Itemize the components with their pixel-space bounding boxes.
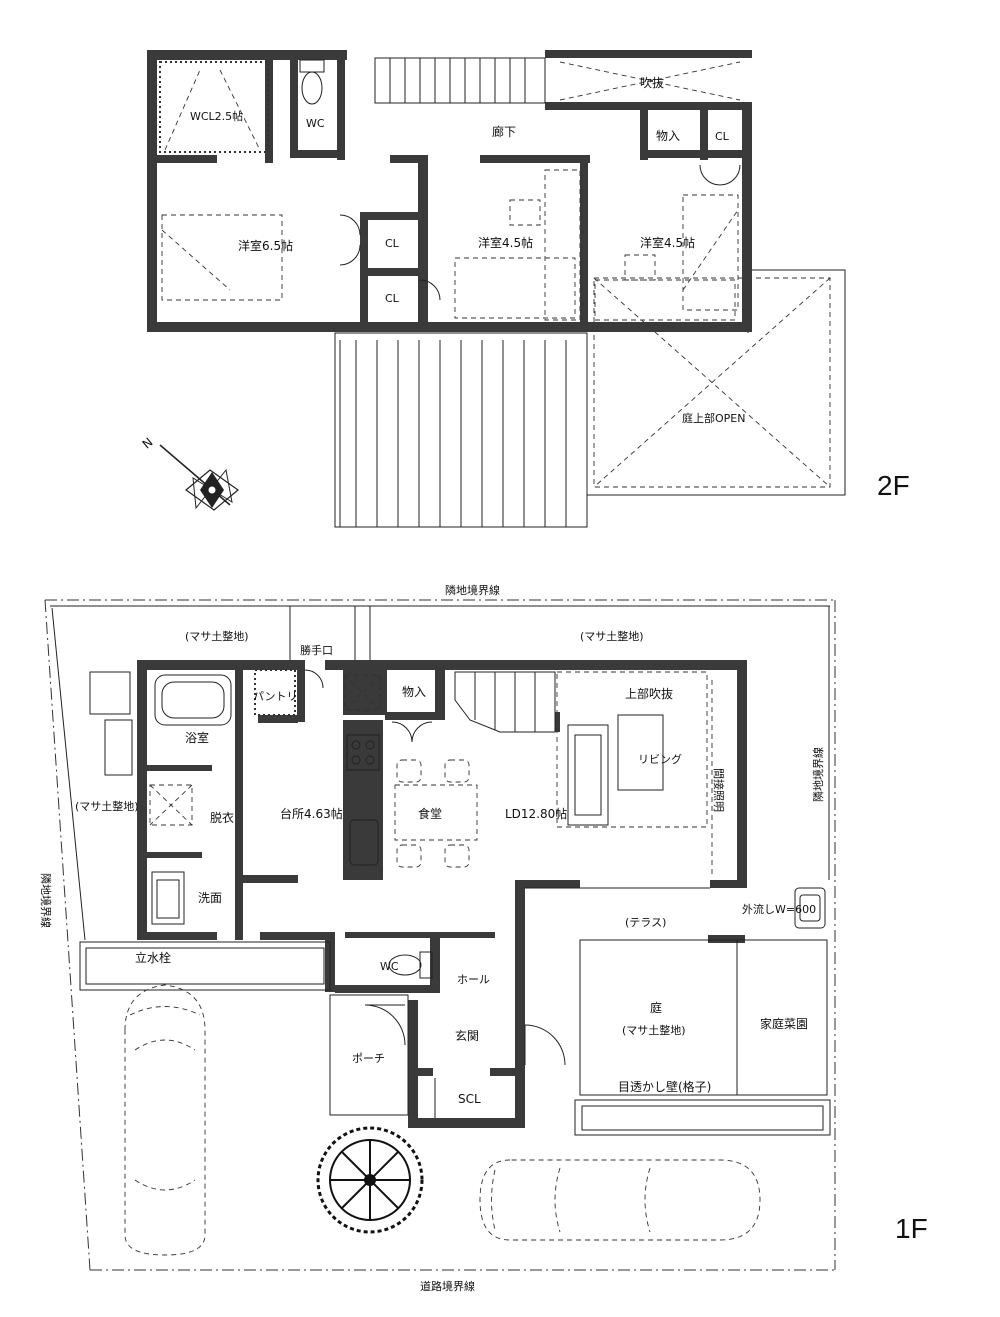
label-shoe-closet: SCL <box>458 1092 481 1106</box>
label-upper-storage: 物入 <box>656 129 680 143</box>
tree-icon <box>316 1126 424 1234</box>
label-bedroom-mid: 洋室4.5帖 <box>478 235 533 250</box>
compass-icon: N <box>140 435 239 511</box>
lower-stair <box>454 671 556 733</box>
label-bath: 浴室 <box>185 730 209 745</box>
label-atrium: 吹抜 <box>640 76 664 90</box>
label-pantry: パントリ <box>253 690 298 703</box>
label-lower-storage: 物入 <box>402 685 426 699</box>
label-boundary-bottom: 道路境界線 <box>420 1279 475 1293</box>
label-porch: ポーチ <box>352 1052 385 1065</box>
label-kitchen-door: 勝手口 <box>300 643 333 657</box>
label-garden-open: 庭上部OPEN <box>682 411 745 425</box>
label-dining: 食堂 <box>418 806 442 821</box>
label-garden: 庭 <box>650 1000 662 1015</box>
label-boundary-top: 隣地境界線 <box>445 583 500 597</box>
car-left-icon <box>124 984 206 1256</box>
upper-furniture <box>161 169 739 321</box>
garden-open-area <box>586 269 846 496</box>
pantry-shelves <box>254 669 381 716</box>
label-soil-right-top: (マサ土整地) <box>580 629 644 643</box>
label-entrance: 玄関 <box>455 1028 479 1043</box>
label-upper-cl-3: CL <box>385 292 400 305</box>
label-hall: ホール <box>457 973 490 986</box>
label-hallway: 廊下 <box>492 124 516 139</box>
upper-atrium-void <box>559 61 741 101</box>
label-bedroom-right: 洋室4.5帖 <box>640 235 695 250</box>
label-lower-wc: WC <box>380 960 399 973</box>
lower-toilet-fixture <box>388 951 433 979</box>
dressing-washer <box>149 784 193 826</box>
label-boundary-right: 隣地境界線 <box>811 747 825 802</box>
entrance-doors <box>329 994 566 1118</box>
label-upper-cl-1: CL <box>715 130 730 143</box>
label-dressing: 脱衣 <box>210 810 234 825</box>
upper-interior-walls <box>157 55 750 325</box>
kitchen-counter <box>346 734 380 866</box>
floor-label-2f: 2F <box>877 470 910 501</box>
label-upper-atrium: 上部吹抜 <box>625 686 673 701</box>
upper-stair <box>374 57 546 104</box>
label-upper-wc: WC <box>306 117 325 130</box>
lower-floor-plan: 隣地境界線 (マサ土整地) (マサ土整地) (マサ土整地) 勝手口 パントリ 物… <box>39 583 928 1293</box>
upper-floor-plan: WCL2.5帖 WC 吹抜 廊下 物入 CL CL CL 洋室6.5帖 洋室4.… <box>147 50 910 528</box>
floor-label-1f: 1F <box>895 1213 928 1244</box>
label-soil-left: (マサ土整地) <box>75 799 139 813</box>
site-boundary <box>44 599 836 1271</box>
living-sofa <box>556 671 713 875</box>
balcony-deck <box>334 332 588 528</box>
label-living: リビング <box>638 752 682 766</box>
upper-doors <box>339 164 741 301</box>
car-right-icon <box>479 1159 761 1241</box>
bathtub <box>154 674 232 726</box>
label-washroom: 洗面 <box>198 891 222 905</box>
label-water-tap: 立水栓 <box>135 950 171 965</box>
compass-north-label: N <box>140 435 156 451</box>
walk-in-closet-shelves <box>159 61 269 153</box>
dining-table <box>394 759 478 868</box>
label-terrace: (テラス) <box>625 916 666 929</box>
label-outdoor-sink: 外流しW=600 <box>742 902 816 916</box>
label-ld: LD12.80帖 <box>505 806 567 821</box>
label-bedroom-large: 洋室6.5帖 <box>238 238 293 253</box>
label-kitchen: 台所4.63帖 <box>280 806 343 821</box>
terrace-garden <box>525 887 831 1136</box>
upper-toilet-fixture <box>299 59 325 105</box>
label-upper-cl-2: CL <box>385 237 400 250</box>
upper-exterior-walls <box>147 50 752 332</box>
water-tap-strip <box>79 941 331 991</box>
label-vegetable-garden: 家庭菜園 <box>760 1016 808 1031</box>
label-lattice-wall: 目透かし壁(格子) <box>618 1079 711 1094</box>
label-wcl: WCL2.5帖 <box>190 110 243 123</box>
label-boundary-left: 隣地境界線 <box>39 873 53 928</box>
ac-units <box>89 671 133 776</box>
wash-basin <box>151 871 185 925</box>
lower-exterior-walls <box>137 660 747 1128</box>
label-soil-left-top: (マサ土整地) <box>185 629 249 643</box>
label-indirect-light: 間接照明 <box>712 768 725 812</box>
label-garden-soil: (マサ土整地) <box>622 1023 686 1037</box>
lower-interior-walls <box>147 660 745 1076</box>
lower-doors <box>304 669 433 743</box>
